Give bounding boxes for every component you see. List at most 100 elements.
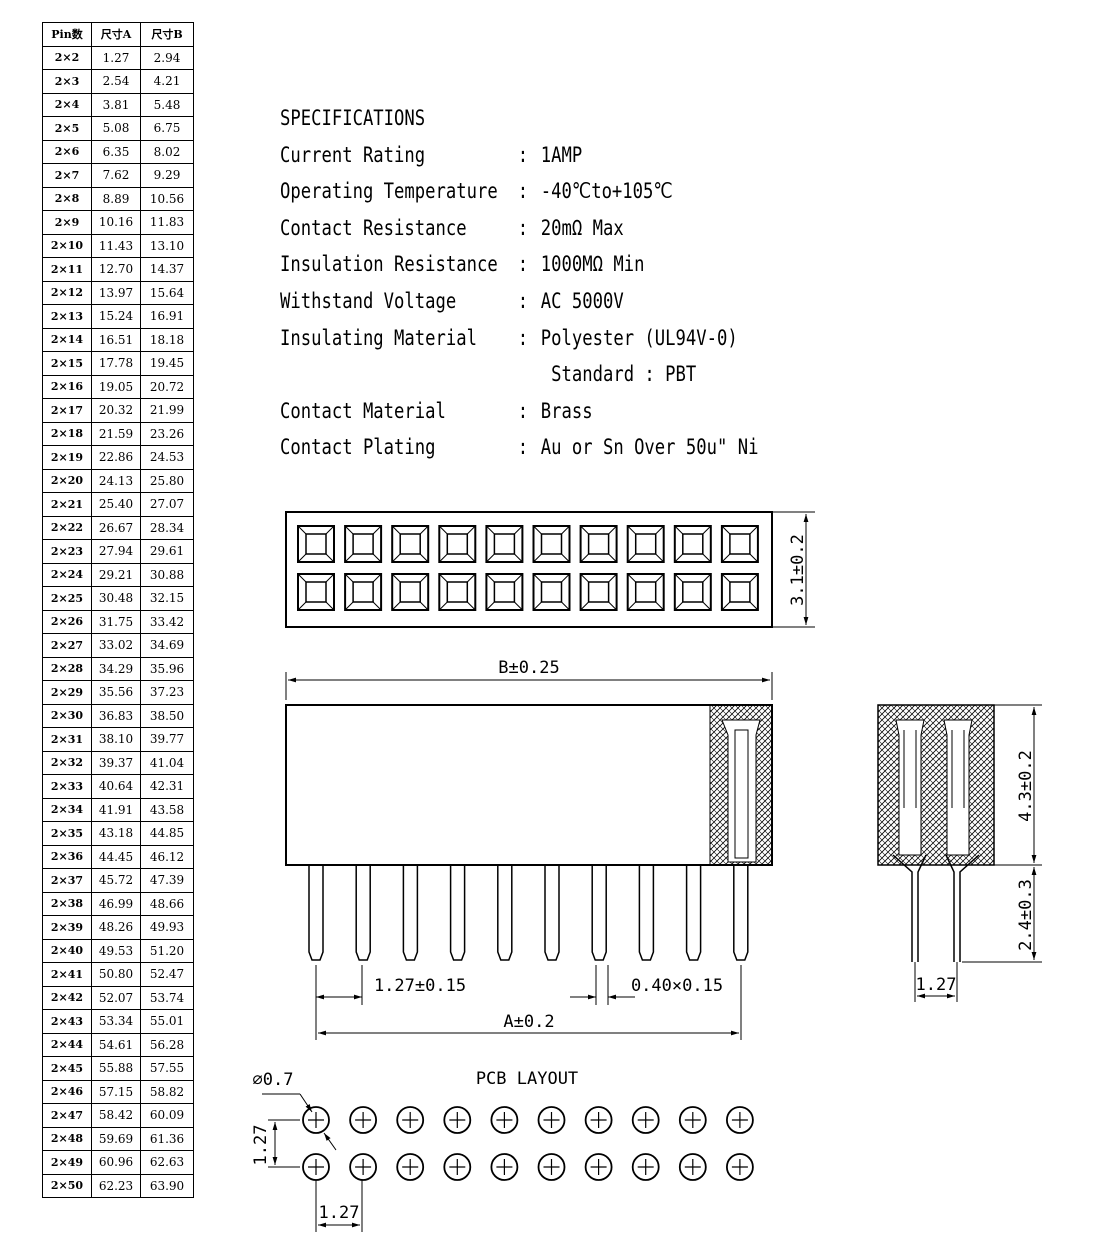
dim-b-cell: 16.91	[140, 304, 194, 329]
pin-count-cell: 2×49	[42, 1150, 92, 1175]
spec-label: Current Rating	[280, 142, 426, 167]
socket-cell	[720, 525, 759, 563]
pin-count-cell: 2×48	[42, 1126, 92, 1151]
spec-row: Contact Resistance:20mΩ Max	[280, 210, 758, 247]
pin-count-cell: 2×34	[42, 797, 92, 822]
spec-label: Insulating Material	[280, 325, 477, 350]
dim-a-cell: 35.56	[91, 680, 141, 705]
pin-count-cell: 2×50	[42, 1173, 92, 1198]
dim-b-cell: 56.28	[140, 1032, 194, 1057]
pin-count-cell: 2×18	[42, 421, 92, 446]
pcb-hole	[584, 1106, 613, 1134]
dim-b-cell: 13.10	[140, 233, 194, 258]
front-pin	[449, 865, 466, 961]
width-b-label: B±0.25	[498, 658, 559, 678]
dim-a-cell: 59.69	[91, 1126, 141, 1151]
spec-row: Withstand Voltage:AC 5000V	[280, 283, 758, 320]
dim-b-cell: 63.90	[140, 1173, 194, 1198]
dim-b-cell: 39.77	[140, 727, 194, 752]
socket-cell	[391, 525, 430, 563]
dim-a-cell: 15.24	[91, 304, 141, 329]
socket-cell	[485, 525, 524, 563]
spec-separator: :	[517, 142, 529, 167]
pin-count-cell: 2×37	[42, 868, 92, 893]
spec-row: Insulation Resistance:1000MΩ Min	[280, 246, 758, 283]
pin-count-cell: 2×11	[42, 257, 92, 282]
dim-b-cell: 27.07	[140, 492, 194, 517]
dim-a-cell: 19.05	[91, 374, 141, 399]
front-pin	[685, 865, 702, 961]
pin-count-cell: 2×40	[42, 938, 92, 963]
front-pin	[308, 865, 324, 961]
pin-count-cell: 2×16	[42, 374, 92, 399]
spec-separator: :	[517, 215, 529, 240]
side-body	[877, 704, 995, 866]
dim-a-cell: 17.78	[91, 351, 141, 376]
dim-a-cell: 5.08	[91, 116, 141, 141]
socket-cell	[673, 573, 712, 611]
dim-b-cell: 33.42	[140, 609, 194, 634]
spec-label: Insulation Resistance	[280, 252, 498, 277]
pcb-hole	[726, 1106, 754, 1134]
pcb-hole	[726, 1153, 754, 1181]
pcb-hole	[396, 1153, 425, 1181]
dim-b-cell: 15.64	[140, 280, 194, 305]
dim-a-cell: 44.45	[91, 844, 141, 869]
front-pins	[308, 865, 749, 961]
pin-count-cell: 2×24	[42, 562, 92, 587]
pcb-hole	[302, 1106, 330, 1134]
spec-value: Au or Sn Over 50u" Ni	[540, 435, 759, 460]
dim-b-cell: 41.04	[140, 750, 194, 775]
front-pin	[733, 865, 749, 961]
socket-cell	[720, 573, 759, 611]
dim-b-cell: 61.36	[140, 1126, 194, 1151]
dim-a-cell: 60.96	[91, 1150, 141, 1175]
pcb-hole	[678, 1106, 707, 1134]
pcb-hole	[396, 1106, 425, 1134]
spec-separator: :	[517, 398, 529, 423]
pin-count-cell: 2×6	[42, 139, 92, 164]
dim-b-cell: 42.31	[140, 774, 194, 799]
spec-row: Standard : PBT	[280, 356, 758, 393]
pcb-hole	[631, 1106, 660, 1134]
dim-a-cell: 46.99	[91, 891, 141, 916]
pin-count-cell: 2×3	[42, 69, 92, 94]
socket-cell	[485, 573, 524, 611]
spec-separator: :	[517, 288, 529, 313]
spec-label: Contact Resistance	[280, 215, 467, 240]
pin-count-cell: 2×21	[42, 492, 92, 517]
pcb-col-pitch-label: 1.27	[319, 1203, 360, 1223]
socket-cell	[297, 573, 335, 611]
dim-a-cell: 7.62	[91, 163, 141, 188]
dim-b-cell: 24.53	[140, 445, 194, 470]
socket-cell	[673, 525, 712, 563]
pin-count-cell: 2×45	[42, 1056, 92, 1081]
width-a-label: A±0.2	[503, 1012, 554, 1032]
height-top-label: 3.1±0.2	[788, 534, 808, 606]
pcb-hole	[537, 1106, 566, 1134]
pin-count-cell: 2×38	[42, 891, 92, 916]
pin-count-cell: 2×15	[42, 351, 92, 376]
pin-count-cell: 2×35	[42, 821, 92, 846]
spec-separator: :	[517, 325, 529, 350]
pcb-layout: PCB LAYOUT ⌀0.7 1.27 1.27	[251, 1069, 754, 1232]
pin-size-label: 0.40×0.15	[631, 976, 723, 996]
